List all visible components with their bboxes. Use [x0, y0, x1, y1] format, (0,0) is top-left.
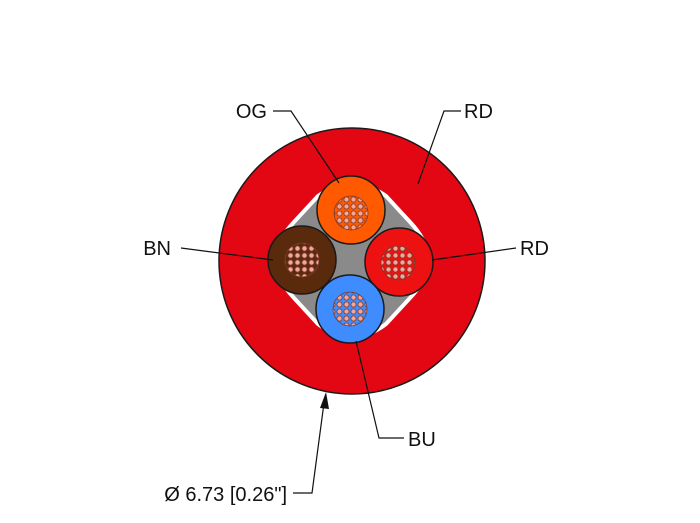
core-bu-conductor	[332, 291, 368, 327]
core-bn-conductor	[284, 242, 320, 278]
label-og: OG	[236, 101, 267, 123]
label-rd-right: RD	[520, 238, 549, 260]
core-bn	[267, 225, 337, 295]
diameter-arrowhead	[320, 392, 329, 409]
core-og-conductor	[333, 195, 369, 231]
core-bu	[315, 274, 385, 344]
leader-og	[273, 110, 340, 184]
leader-rd-top	[417, 110, 461, 185]
leader-bn	[180, 247, 274, 261]
leader-diameter	[293, 402, 325, 494]
core-rd-conductor	[380, 245, 416, 281]
core-rd	[364, 227, 434, 297]
label-diameter: Ø 6.73 [0.26"]	[164, 484, 287, 506]
core-og	[316, 175, 386, 245]
label-bu: BU	[408, 429, 436, 451]
label-bn: BN	[143, 238, 171, 260]
label-rd-top: RD	[464, 101, 493, 123]
leader-rd-right	[431, 247, 517, 261]
leader-bu	[355, 340, 404, 439]
